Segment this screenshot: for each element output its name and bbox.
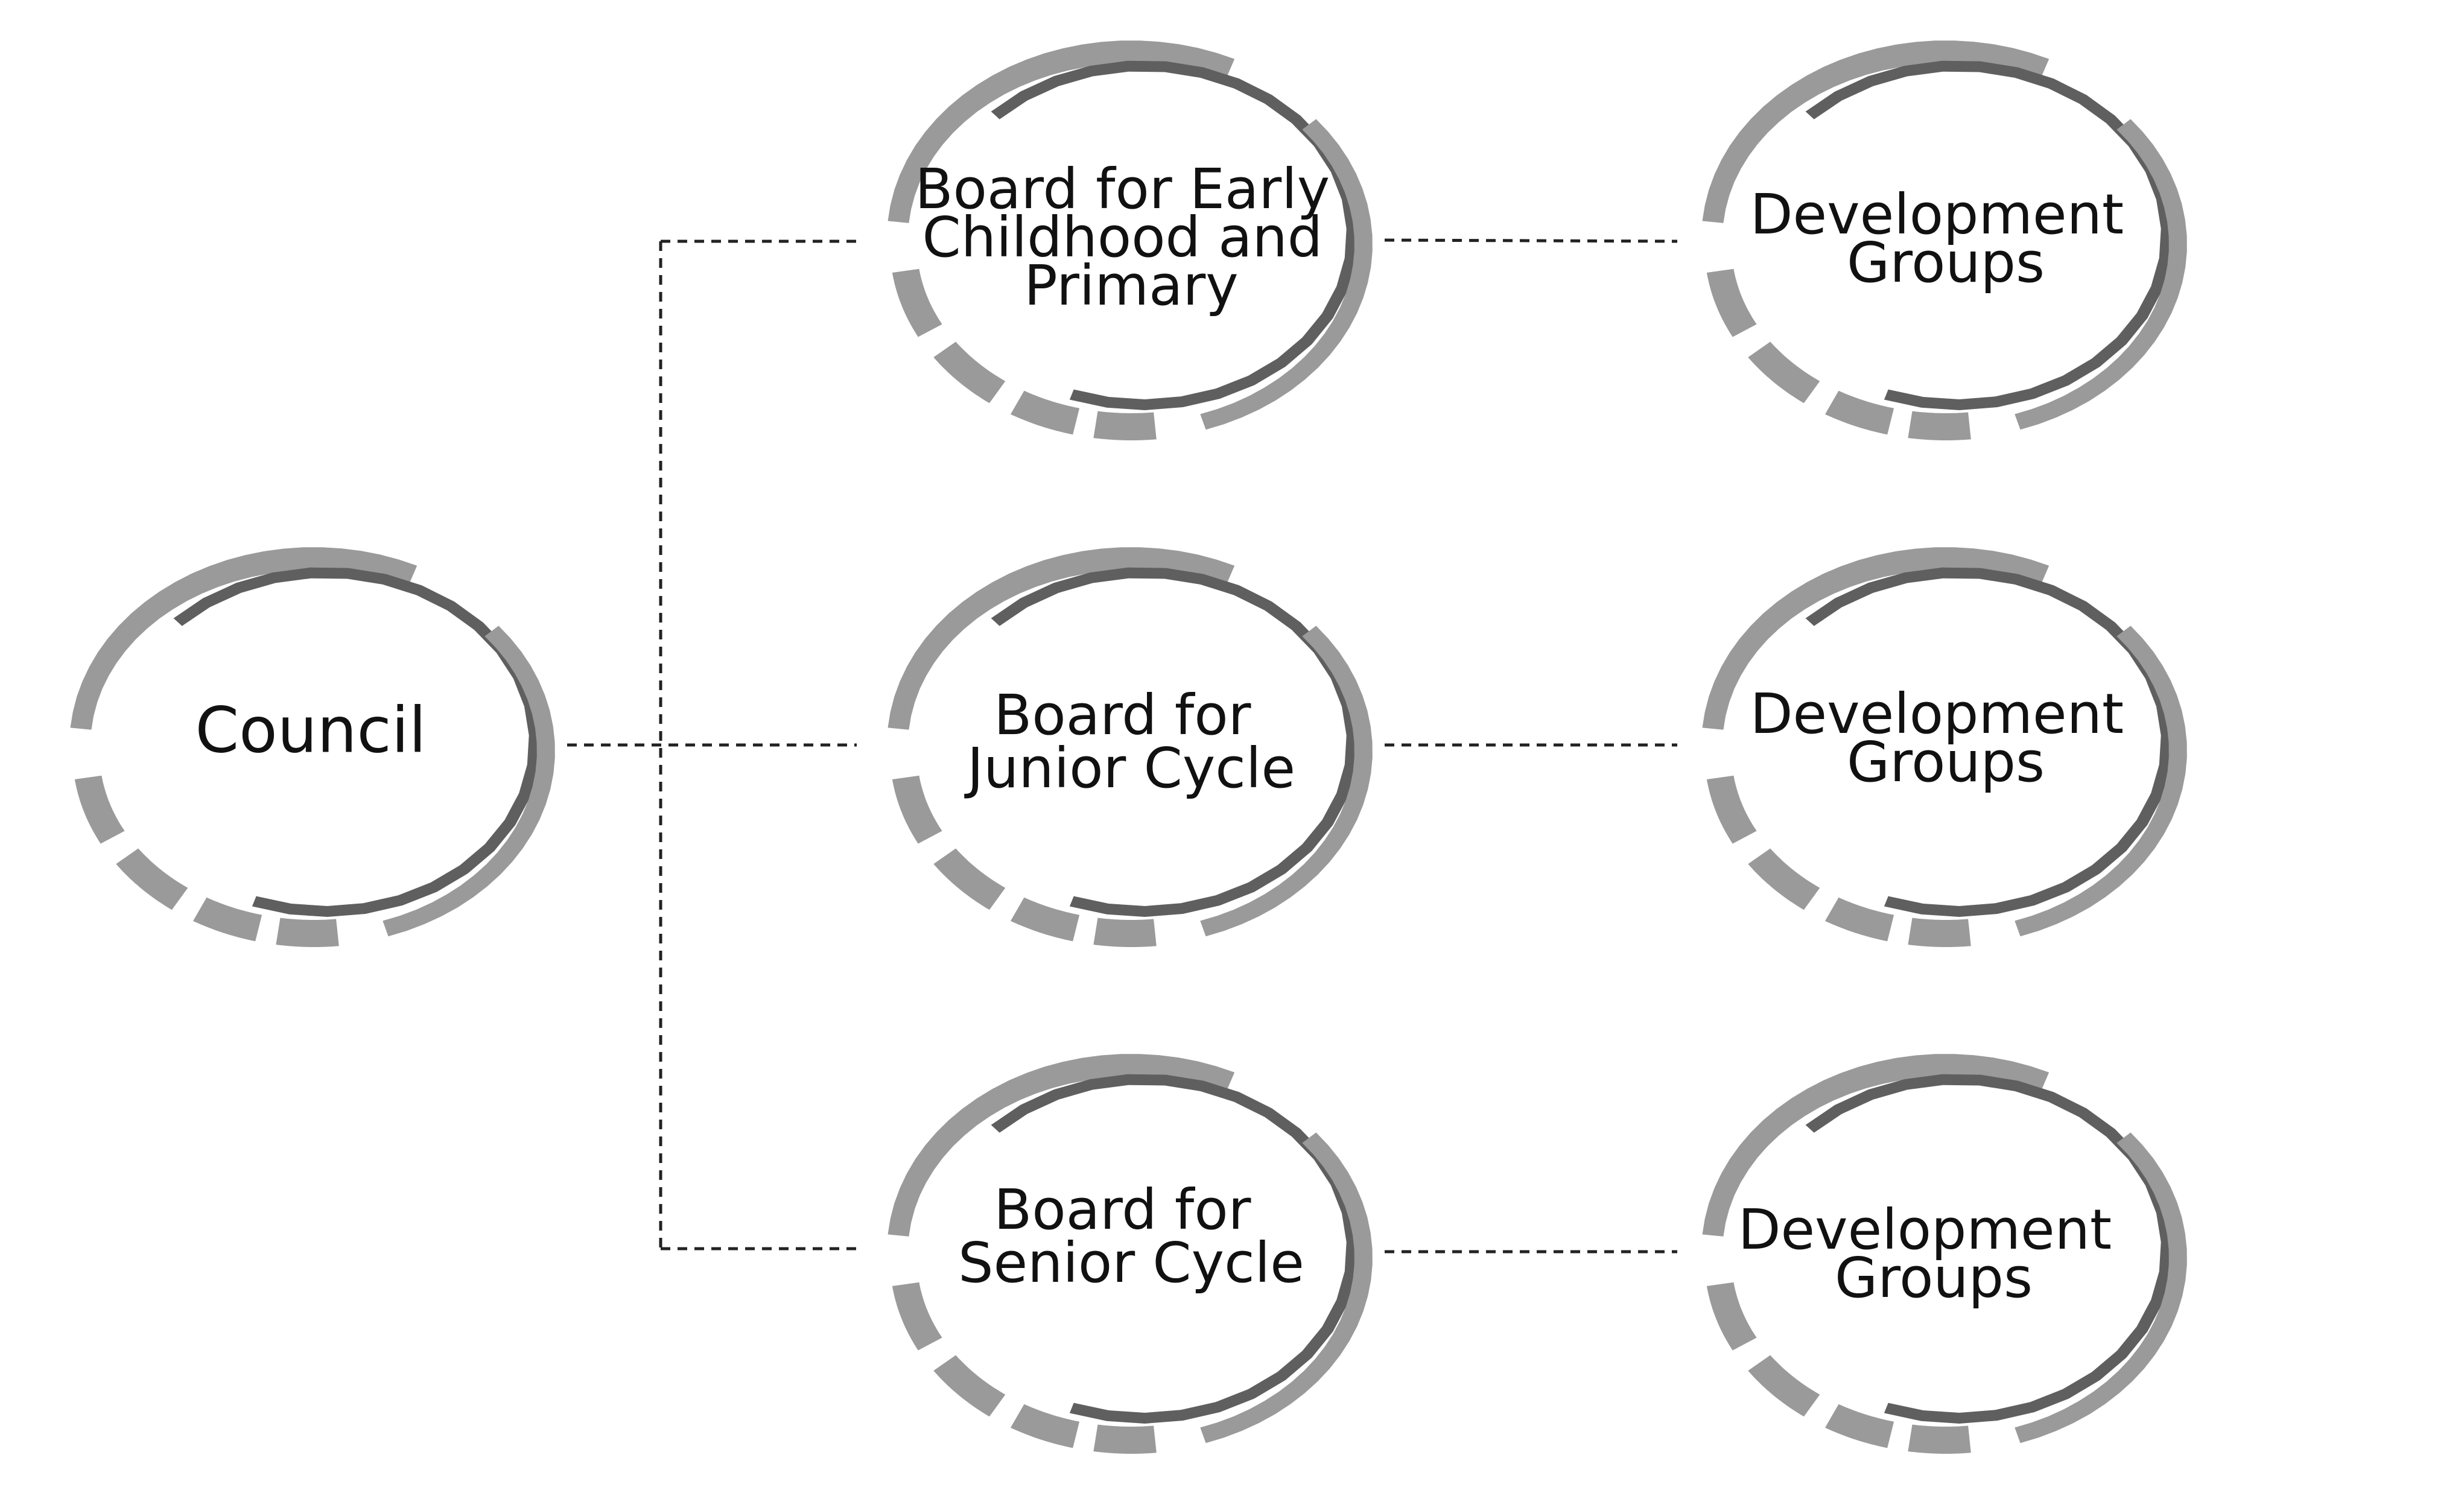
board-junior-cycle-node-ring-right-arc xyxy=(1200,626,1373,937)
dev-middle-label: Development Groups xyxy=(1750,682,2142,794)
dev-middle-label-line-1: Development xyxy=(1750,682,2124,746)
board-senior-cycle-node-ring-segment-1 xyxy=(892,1282,942,1351)
development-groups-node-bottom-ring-segment-1 xyxy=(1706,1282,1757,1351)
development-groups-node-middle xyxy=(1702,547,2187,947)
dev-bottom-label: Development Groups xyxy=(1738,1197,2130,1310)
board-early-label-line-1: Board for Early xyxy=(915,157,1330,221)
council-node-ring-inner-arc xyxy=(173,567,541,917)
connector-early-to-dev xyxy=(1384,238,1678,243)
council-node-ring-right-arc xyxy=(383,626,555,937)
development-groups-node-bottom-ring-upper-arc xyxy=(1702,1054,2050,1237)
council-label: Council xyxy=(195,693,426,767)
council-node xyxy=(70,547,555,947)
development-groups-node-top-ring-segment-1 xyxy=(1706,268,1757,337)
board-early-childhood-primary-node-ring-segment-2 xyxy=(933,341,1006,404)
development-groups-node-bottom-ring-inner-arc xyxy=(1805,1074,2173,1424)
board-senior-cycle-node-ring-segment-3 xyxy=(1011,1404,1080,1448)
development-groups-node-middle-ring-segment-4 xyxy=(1908,918,1971,947)
dev-top-label-line-2: Groups xyxy=(1847,230,2045,295)
board-early-label: Board for Early Childhood and Primary xyxy=(915,157,1348,318)
board-senior-cycle-node-ring-segment-2 xyxy=(933,1355,1006,1417)
board-junior-cycle-node-ring-segment-4 xyxy=(1093,918,1157,947)
board-junior-cycle-node-ring-upper-arc xyxy=(887,547,1235,730)
development-groups-node-middle-ring-segment-3 xyxy=(1825,897,1894,942)
development-groups-node-middle-ring-right-arc xyxy=(2015,626,2187,937)
council-node-ring-segment-4 xyxy=(276,918,339,947)
board-early-childhood-primary-node-ring-segment-3 xyxy=(1011,390,1080,435)
dev-top-label: Development Groups xyxy=(1750,182,2142,295)
development-groups-node-middle-ring-segment-1 xyxy=(1706,775,1757,844)
development-groups-node-middle-ring-inner-arc xyxy=(1805,567,2173,917)
council-node-ring-segment-3 xyxy=(193,897,262,942)
board-early-childhood-primary-node-ring-segment-4 xyxy=(1093,411,1157,440)
board-early-childhood-primary-node xyxy=(887,40,1373,440)
dev-bottom-label-line-2: Groups xyxy=(1835,1246,2033,1310)
connectors xyxy=(567,238,1678,1254)
board-senior-cycle-node-ring-segment-4 xyxy=(1093,1424,1157,1454)
board-early-childhood-primary-node-ring-upper-arc xyxy=(887,40,1235,223)
board-senior-cycle-node-ring-right-arc xyxy=(1200,1132,1373,1444)
development-groups-node-bottom-ring-segment-4 xyxy=(1908,1424,1971,1454)
board-senior-cycle-node xyxy=(887,1054,1373,1454)
development-groups-node-top-ring-segment-2 xyxy=(1748,341,1820,404)
development-groups-node-middle-ring-upper-arc xyxy=(1702,547,2050,730)
development-groups-node-top-ring-inner-arc xyxy=(1805,60,2173,411)
development-groups-node-bottom-ring-right-arc xyxy=(2015,1132,2187,1444)
council-node-ring-upper-arc xyxy=(70,547,418,730)
board-junior-cycle-node xyxy=(887,547,1373,947)
board-junior-label-line-2: Junior Cycle xyxy=(964,736,1295,800)
board-senior-label-line-1: Board for xyxy=(994,1177,1251,1242)
dev-middle-label-line-2: Groups xyxy=(1847,730,2045,794)
dev-bottom-label-line-1: Development xyxy=(1738,1197,2112,1262)
board-early-label-line-2: Childhood and xyxy=(922,205,1323,270)
board-early-childhood-primary-node-ring-segment-1 xyxy=(892,268,942,337)
board-early-childhood-primary-node-ring-inner-arc xyxy=(991,60,1359,411)
development-groups-node-top-ring-segment-4 xyxy=(1908,411,1971,440)
development-groups-node-bottom xyxy=(1702,1054,2187,1454)
development-groups-node-top xyxy=(1702,40,2187,440)
board-senior-cycle-node-ring-upper-arc xyxy=(887,1054,1235,1237)
council-node-ring-segment-1 xyxy=(74,775,125,844)
board-junior-cycle-node-ring-segment-1 xyxy=(892,775,942,844)
development-groups-node-top-ring-segment-3 xyxy=(1825,390,1894,435)
board-junior-cycle-node-ring-segment-3 xyxy=(1011,897,1080,942)
board-senior-label: Board for Senior Cycle xyxy=(958,1177,1304,1295)
board-junior-label-line-1: Board for xyxy=(994,683,1251,747)
development-groups-node-top-ring-upper-arc xyxy=(1702,40,2050,223)
board-early-childhood-primary-node-ring-right-arc xyxy=(1200,119,1373,430)
development-groups-node-bottom-ring-segment-3 xyxy=(1825,1404,1894,1448)
board-junior-cycle-node-ring-segment-2 xyxy=(933,848,1006,910)
development-groups-node-bottom-ring-segment-2 xyxy=(1748,1355,1820,1417)
board-senior-label-line-2: Senior Cycle xyxy=(958,1231,1304,1295)
council-node-ring-segment-2 xyxy=(116,848,188,910)
board-early-label-line-3: Primary xyxy=(1024,253,1239,318)
dev-top-label-line-1: Development xyxy=(1750,182,2124,247)
development-groups-node-top-ring-right-arc xyxy=(2015,119,2187,430)
board-senior-cycle-node-ring-inner-arc xyxy=(991,1074,1359,1424)
board-junior-label: Board for Junior Cycle xyxy=(964,683,1295,800)
development-groups-node-middle-ring-segment-2 xyxy=(1748,848,1820,910)
board-junior-cycle-node-ring-inner-arc xyxy=(991,567,1359,917)
